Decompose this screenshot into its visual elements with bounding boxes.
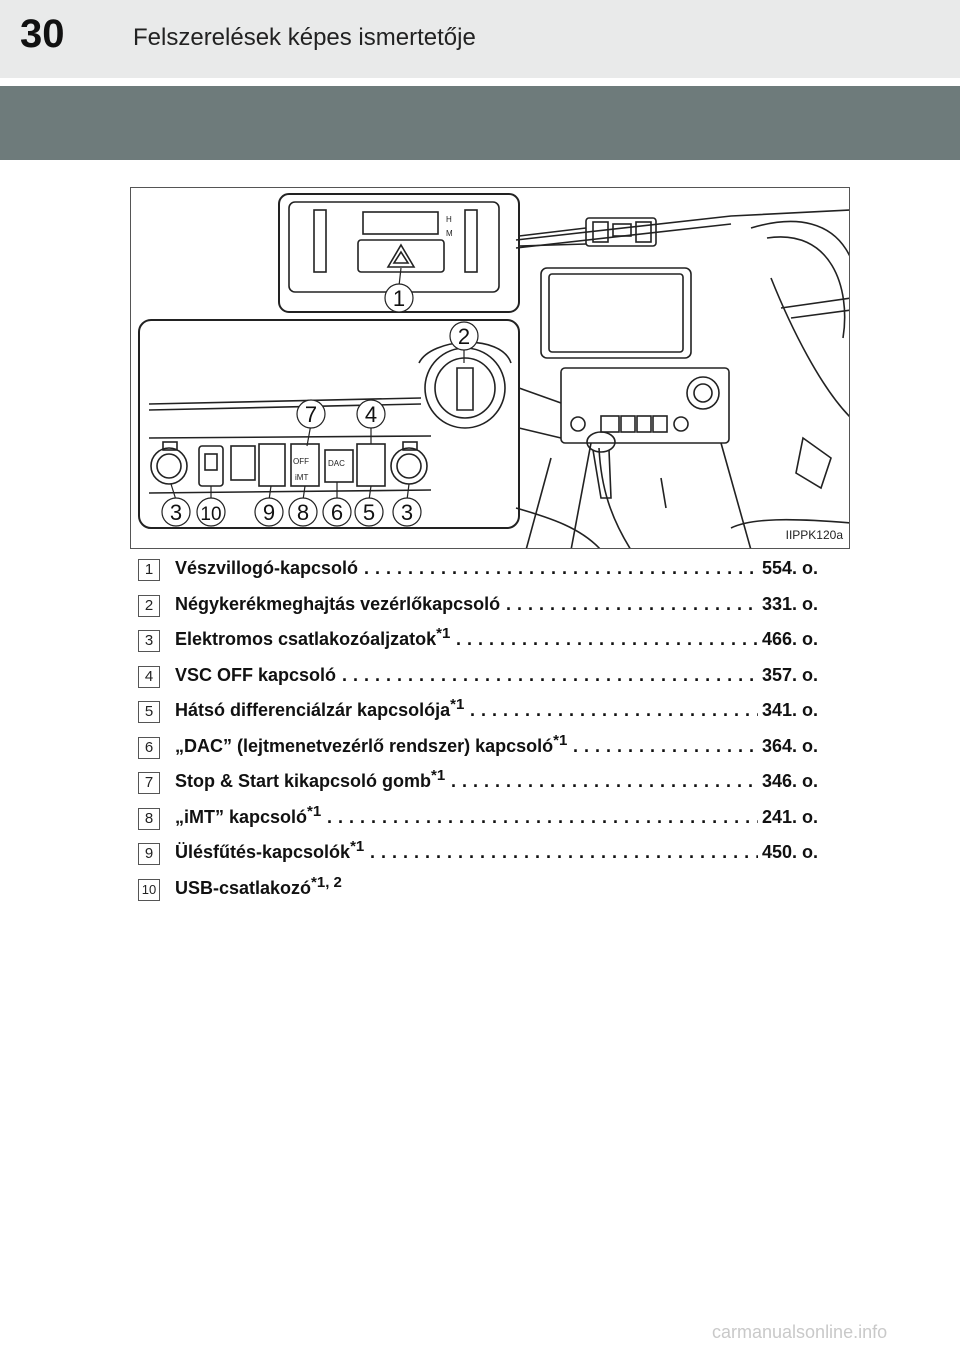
callout-9: 9	[263, 500, 275, 525]
item-label: Hátsó differenciálzár kapcsolója*1	[175, 697, 464, 721]
item-label-text: Elektromos csatlakozóaljzatok	[175, 629, 437, 649]
imt-label: iMT	[295, 473, 308, 482]
item-label: Vészvillogó-kapcsoló	[175, 558, 358, 579]
dot-leader: . . . . . . . . . . . . . . . . . . . . …	[456, 629, 758, 649]
item-number-marker: 3	[138, 630, 160, 652]
callout-6: 6	[331, 500, 343, 525]
item-label: Négykerékmeghajtás vezérlőkapcsoló	[175, 594, 500, 615]
item-label-text: Négykerékmeghajtás vezérlőkapcsoló	[175, 593, 501, 614]
lo-label: M	[446, 229, 453, 238]
item-label: „iMT” kapcsoló*1	[175, 804, 321, 828]
page-reference: 331. o.	[761, 593, 818, 614]
off-label: OFF	[293, 457, 309, 466]
item-label-text: Ülésfűtés-kapcsolók	[175, 842, 351, 862]
dashboard-drawing: H M OFF DAC iMT 1 2 7	[138, 193, 849, 548]
list-item: 5 Hátsó differenciálzár kapcsolója*1 341. …	[138, 697, 818, 724]
dashboard-illustration: H M OFF DAC iMT 1 2 7	[130, 187, 850, 549]
item-number-marker: 1	[138, 559, 160, 581]
callout-2: 2	[458, 324, 470, 349]
dot-leader: . . . . . . . . . . . . . . . . . . . . …	[327, 806, 758, 827]
item-label: Elektromos csatlakozóaljzatok*1	[175, 626, 450, 650]
page-reference: 346. o.	[761, 771, 818, 791]
item-number-marker: 8	[138, 807, 160, 830]
item-label-text: Stop & Start kikapcsoló gomb	[175, 771, 432, 791]
item-label: USB-csatlakozó*1, 2	[175, 875, 342, 899]
callout-3-left: 3	[170, 500, 182, 525]
hi-label: H	[446, 215, 452, 224]
dac-label: DAC	[328, 459, 345, 468]
callout-1: 1	[393, 286, 405, 311]
dot-leader: . . . . . . . . . . . . . . . . . . . . …	[573, 735, 758, 756]
dot-leader: . . . . . . . . . . . . . . . . . . . . …	[506, 593, 758, 614]
footnote-marker: *1	[431, 767, 446, 784]
item-label-text: Hátsó differenciálzár kapcsolója	[175, 700, 451, 720]
list-item: 2 Négykerékmeghajtás vezérlőkapcsoló 331. …	[138, 592, 818, 618]
page-reference: 466. o.	[761, 629, 818, 649]
item-number-marker: 9	[138, 843, 160, 865]
page-reference: 450. o.	[761, 842, 818, 862]
item-number-marker: 7	[138, 772, 160, 794]
page-number: 30	[20, 12, 65, 56]
item-label-text: Vészvillogó-kapcsoló	[175, 558, 359, 578]
footnote-marker: *1	[436, 625, 451, 642]
item-label: Stop & Start kikapcsoló gomb*1	[175, 768, 445, 792]
item-number-marker: 2	[138, 594, 160, 617]
callout-4: 4	[365, 402, 377, 427]
callout-3-right: 3	[401, 500, 413, 525]
item-label: Ülésfűtés-kapcsolók*1	[175, 839, 364, 863]
item-number-marker: 6	[138, 736, 160, 759]
list-item: 7 Stop & Start kikapcsoló gomb*1 346. o. .…	[138, 768, 818, 795]
list-item: 10 USB-csatlakozó*1, 2	[138, 875, 818, 902]
item-label-text: USB-csatlakozó	[175, 877, 312, 898]
footnote-marker: *1	[553, 731, 568, 749]
item-number-marker: 4	[138, 665, 160, 688]
callout-8: 8	[297, 500, 309, 525]
section-band	[0, 86, 960, 160]
item-label-text: VSC OFF kapcsoló	[175, 664, 337, 685]
list-item: 8 „iMT” kapcsoló*1 241. o. . . . . . . . .…	[138, 804, 818, 831]
footnote-marker: *1, 2	[311, 873, 342, 891]
list-item: 4 VSC OFF kapcsoló 357. o. . . . . . . . .…	[138, 663, 818, 689]
page-reference: 357. o.	[761, 664, 818, 685]
item-label-text: „iMT” kapcsoló	[175, 806, 308, 827]
footnote-marker: *1	[450, 696, 465, 713]
item-label: VSC OFF kapcsoló	[175, 665, 336, 686]
item-number-marker: 10	[138, 878, 160, 901]
page-reference: 241. o.	[761, 806, 818, 827]
callout-7: 7	[305, 402, 317, 427]
page-reference: 554. o.	[761, 558, 818, 578]
callout-10: 10	[200, 504, 221, 525]
callout-5: 5	[363, 500, 375, 525]
dot-leader: . . . . . . . . . . . . . . . . . . . . …	[342, 664, 758, 685]
page-reference: 364. o.	[761, 735, 818, 756]
dot-leader: . . . . . . . . . . . . . . . . . . . . …	[364, 558, 758, 578]
list-item: 6 „DAC” (lejtmenetvezérlő rendszer) kapcs…	[138, 733, 818, 760]
item-label: „DAC” (lejtmenetvezérlő rendszer) kapcso…	[175, 733, 567, 757]
page-reference: 341. o.	[761, 700, 818, 720]
list-item: 9 Ülésfűtés-kapcsolók*1 450. o. . . . . . …	[138, 839, 818, 866]
page-header: 30 Felszerelések képes ismertetője	[0, 0, 960, 78]
dot-leader: . . . . . . . . . . . . . . . . . . . . …	[470, 700, 758, 720]
figure-code: IIPPK120a	[785, 528, 843, 542]
item-number-marker: 5	[138, 701, 160, 723]
footnote-marker: *1	[350, 838, 365, 855]
page-title: Felszerelések képes ismertetője	[133, 24, 476, 51]
list-item: 1 Vészvillogó-kapcsoló 554. o. . . . . . .…	[138, 556, 818, 582]
footnote-marker: *1	[307, 802, 322, 820]
dot-leader: . . . . . . . . . . . . . . . . . . . . …	[451, 771, 758, 791]
watermark: carmanualsonline.info	[712, 1322, 888, 1342]
item-label-text: „DAC” (lejtmenetvezérlő rendszer) kapcso…	[175, 735, 554, 756]
dot-leader: . . . . . . . . . . . . . . . . . . . . …	[370, 842, 758, 862]
